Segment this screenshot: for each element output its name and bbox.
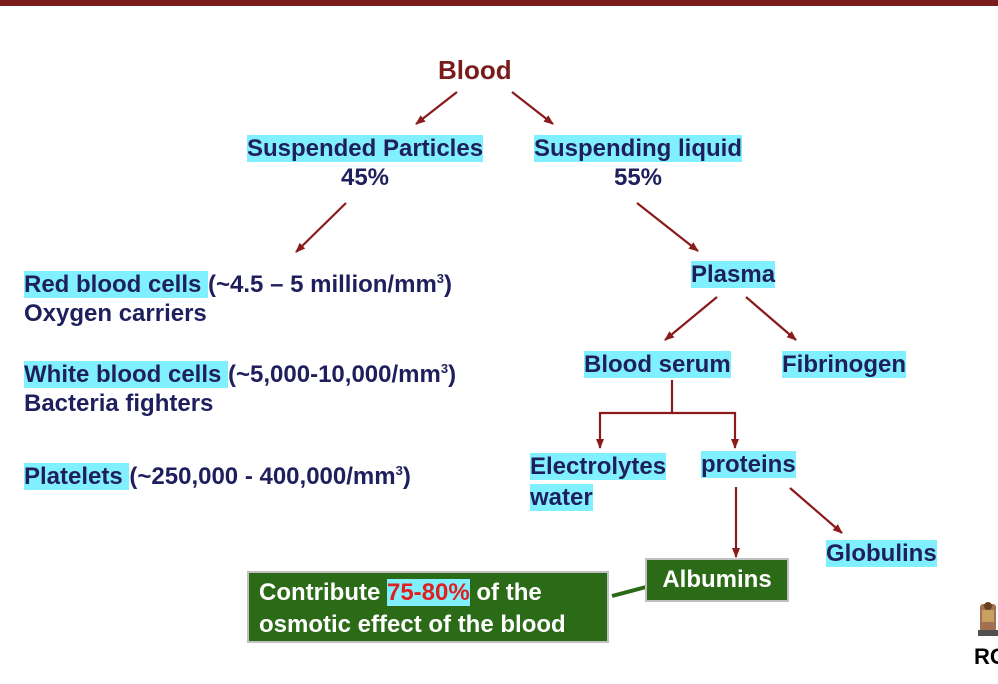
osmotic-percent: 75-80%: [386, 579, 470, 606]
proteins-label: proteins: [701, 451, 796, 478]
osmotic-pre: Contribute: [259, 579, 387, 606]
wbc-close: ): [448, 361, 457, 388]
water-label: water: [530, 484, 593, 512]
suspended-label: Suspended Particles: [246, 135, 484, 162]
arrow-suspended-to-cells: [295, 202, 347, 253]
suspended-percent: 45%: [340, 163, 390, 191]
logo-text: RC: [974, 644, 998, 669]
arrow-blood-to-suspended: [415, 91, 458, 125]
osmotic-line2: osmotic effect of the blood: [259, 611, 566, 638]
node-white-blood-cells: White blood cells (~5,000-10,000/mm3) Ba…: [24, 361, 456, 419]
node-electrolytes-water: Electrolytes water: [530, 451, 667, 513]
arrow-proteins-to-globulins: [789, 487, 843, 534]
fibrinogen-label: Fibrinogen: [782, 351, 906, 378]
arrow-blood-to-suspending: [511, 91, 554, 125]
wbc-count: (~5,000-10,000/mm: [228, 361, 441, 388]
platelets-count: (~250,000 - 400,000/mm: [129, 463, 396, 490]
bracket-serum-to-proteins: [672, 411, 739, 449]
arrow-suspending-to-plasma: [636, 202, 699, 252]
node-fibrinogen: Fibrinogen: [782, 351, 906, 380]
node-suspended-particles: Suspended Particles 45%: [232, 135, 498, 193]
globulins-label: Globulins: [826, 540, 937, 567]
platelets-exponent: 3: [395, 463, 403, 478]
electrolytes-label: Electrolytes: [530, 453, 667, 480]
osmotic-post: of the: [469, 579, 542, 606]
wbc-label: White blood cells: [24, 361, 229, 388]
rbc-count: (~4.5 – 5 million/mm: [208, 271, 437, 298]
node-plasma: Plasma: [691, 261, 776, 290]
osmotic-note-box: Contribute 75-80% of the osmotic effect …: [247, 571, 609, 643]
node-blood: Blood: [438, 55, 512, 85]
arrow-plasma-to-serum: [664, 296, 718, 341]
albumins-label: Albumins: [662, 566, 772, 593]
suspending-percent: 55%: [613, 163, 663, 191]
node-proteins: proteins: [701, 451, 796, 480]
node-suspending-liquid: Suspending liquid 55%: [520, 135, 756, 193]
wbc-exponent: 3: [440, 361, 449, 376]
suspending-label: Suspending liquid: [534, 135, 742, 162]
platelets-close: ): [402, 463, 411, 490]
node-albumins: Albumins: [645, 558, 789, 602]
bracket-serum-branches: [596, 380, 674, 449]
wbc-role: Bacteria fighters: [24, 389, 214, 417]
arrow-plasma-to-fibrinogen: [745, 296, 797, 341]
node-blood-serum: Blood serum: [584, 351, 731, 380]
rbc-role: Oxygen carriers: [24, 299, 207, 327]
rbc-exponent: 3: [436, 271, 445, 286]
node-globulins: Globulins: [826, 540, 937, 569]
connector-albumins-to-note: [611, 585, 647, 598]
node-platelets: Platelets (~250,000 - 400,000/mm3): [24, 463, 411, 492]
top-bar: [0, 0, 998, 6]
plasma-label: Plasma: [691, 261, 776, 288]
node-red-blood-cells: Red blood cells (~4.5 – 5 million/mm3) O…: [24, 271, 452, 329]
crest-logo-icon: [978, 602, 998, 636]
serum-label: Blood serum: [584, 351, 731, 378]
platelets-label: Platelets: [24, 463, 130, 490]
rbc-label: Red blood cells: [24, 271, 209, 298]
rbc-close: ): [444, 271, 453, 298]
